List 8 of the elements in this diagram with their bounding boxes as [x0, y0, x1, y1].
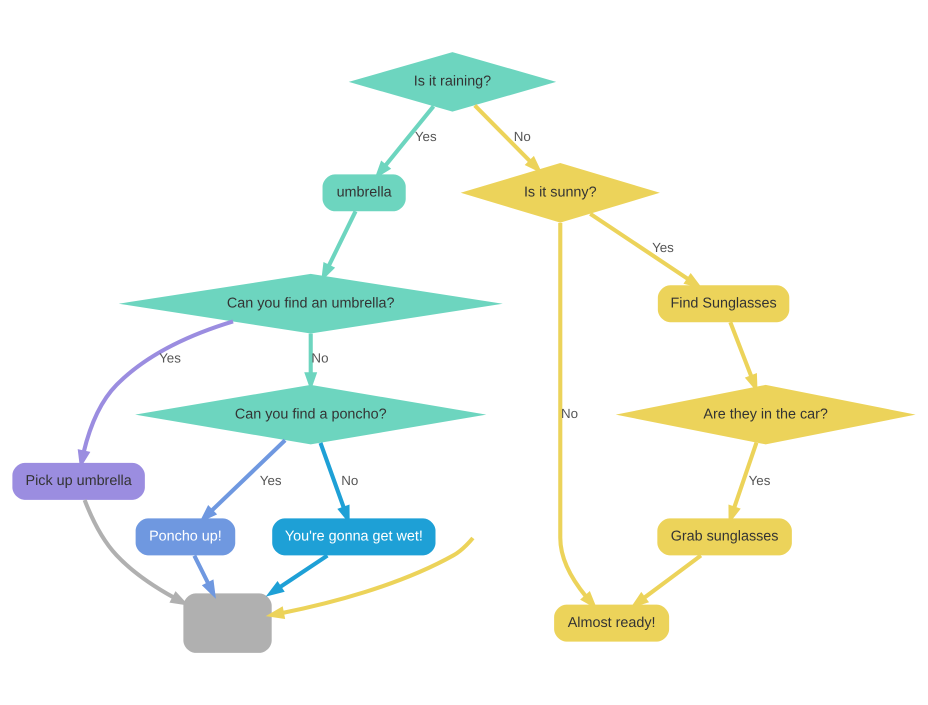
- edge-label: No: [341, 472, 358, 488]
- edge-label: Yes: [414, 128, 437, 144]
- edge-label: No: [311, 350, 328, 366]
- edge-label: Yes: [652, 240, 674, 255]
- edge-label: No: [514, 128, 531, 144]
- edge-label: Yes: [159, 350, 181, 366]
- edge-label: Yes: [748, 472, 770, 488]
- edge-label: Yes: [260, 472, 282, 488]
